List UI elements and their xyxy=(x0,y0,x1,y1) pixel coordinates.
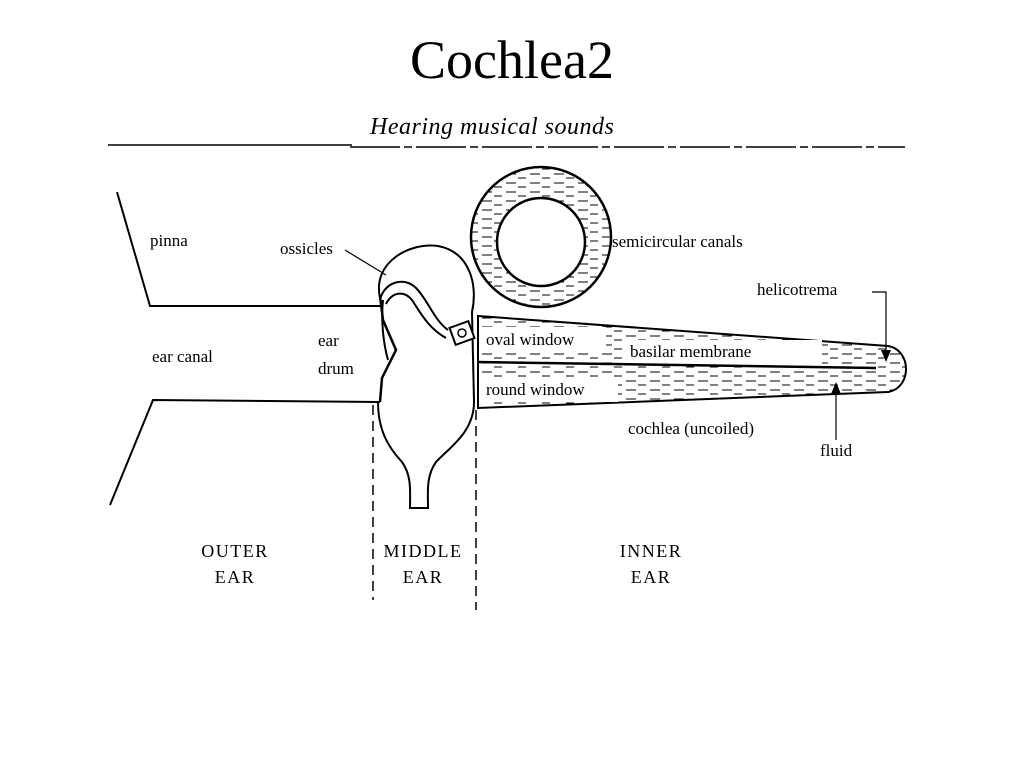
middle-ear-region-label: MIDDLE EAR xyxy=(368,538,478,590)
outer-ear-region-label: OUTER EAR xyxy=(180,538,290,590)
fluid-arrowhead xyxy=(831,382,841,394)
figure-caption: Hearing musical sounds xyxy=(370,114,615,140)
fluid-label: fluid xyxy=(820,441,853,460)
basilar-membrane xyxy=(477,360,877,370)
ear-drum-label-line2: drum xyxy=(318,359,354,378)
ear-canal-lower-wall xyxy=(109,398,381,506)
helicotrema-pointer xyxy=(872,291,887,356)
inner-ear-label-line2: EAR xyxy=(630,567,672,587)
round-window-label-box xyxy=(480,378,618,402)
basilar-membrane-label-box xyxy=(626,340,822,364)
helicotrema-arrowhead xyxy=(881,350,891,362)
middle-ear-label-line1: MIDDLE xyxy=(383,541,463,561)
outer-ear-label-line2: EAR xyxy=(214,567,256,587)
semicircular-canals-label: semicircular canals xyxy=(612,232,743,251)
outer-ear-label-line1: OUTER xyxy=(201,541,269,561)
middle-ear-cavity xyxy=(377,244,476,509)
inner-ear-label-line1: INNER xyxy=(619,541,683,561)
cochlea-label: cochlea (uncoiled) xyxy=(628,419,755,438)
helicotrema-label: helicotrema xyxy=(757,280,838,299)
oval-window-label-box xyxy=(480,327,606,351)
middle-ear-label-line2: EAR xyxy=(402,567,444,587)
inner-ear-region-label: INNER EAR xyxy=(596,538,706,590)
oval-window-label: oval window xyxy=(486,330,575,349)
slide-title: Cochlea2 xyxy=(410,30,614,90)
round-window-label: round window xyxy=(486,380,585,399)
ossicles-chain xyxy=(379,280,449,361)
basilar-membrane-label: basilar membrane xyxy=(630,342,752,361)
pinna-outline xyxy=(116,191,380,307)
ear-canal-label: ear canal xyxy=(152,347,213,366)
stapes-head xyxy=(457,328,467,338)
semicircular-canals xyxy=(469,165,613,309)
pinna-label: pinna xyxy=(150,231,188,250)
ossicles-pointer xyxy=(344,249,387,276)
ear-drum-label-line1: ear xyxy=(318,331,339,350)
ossicles-label: ossicles xyxy=(280,239,333,258)
